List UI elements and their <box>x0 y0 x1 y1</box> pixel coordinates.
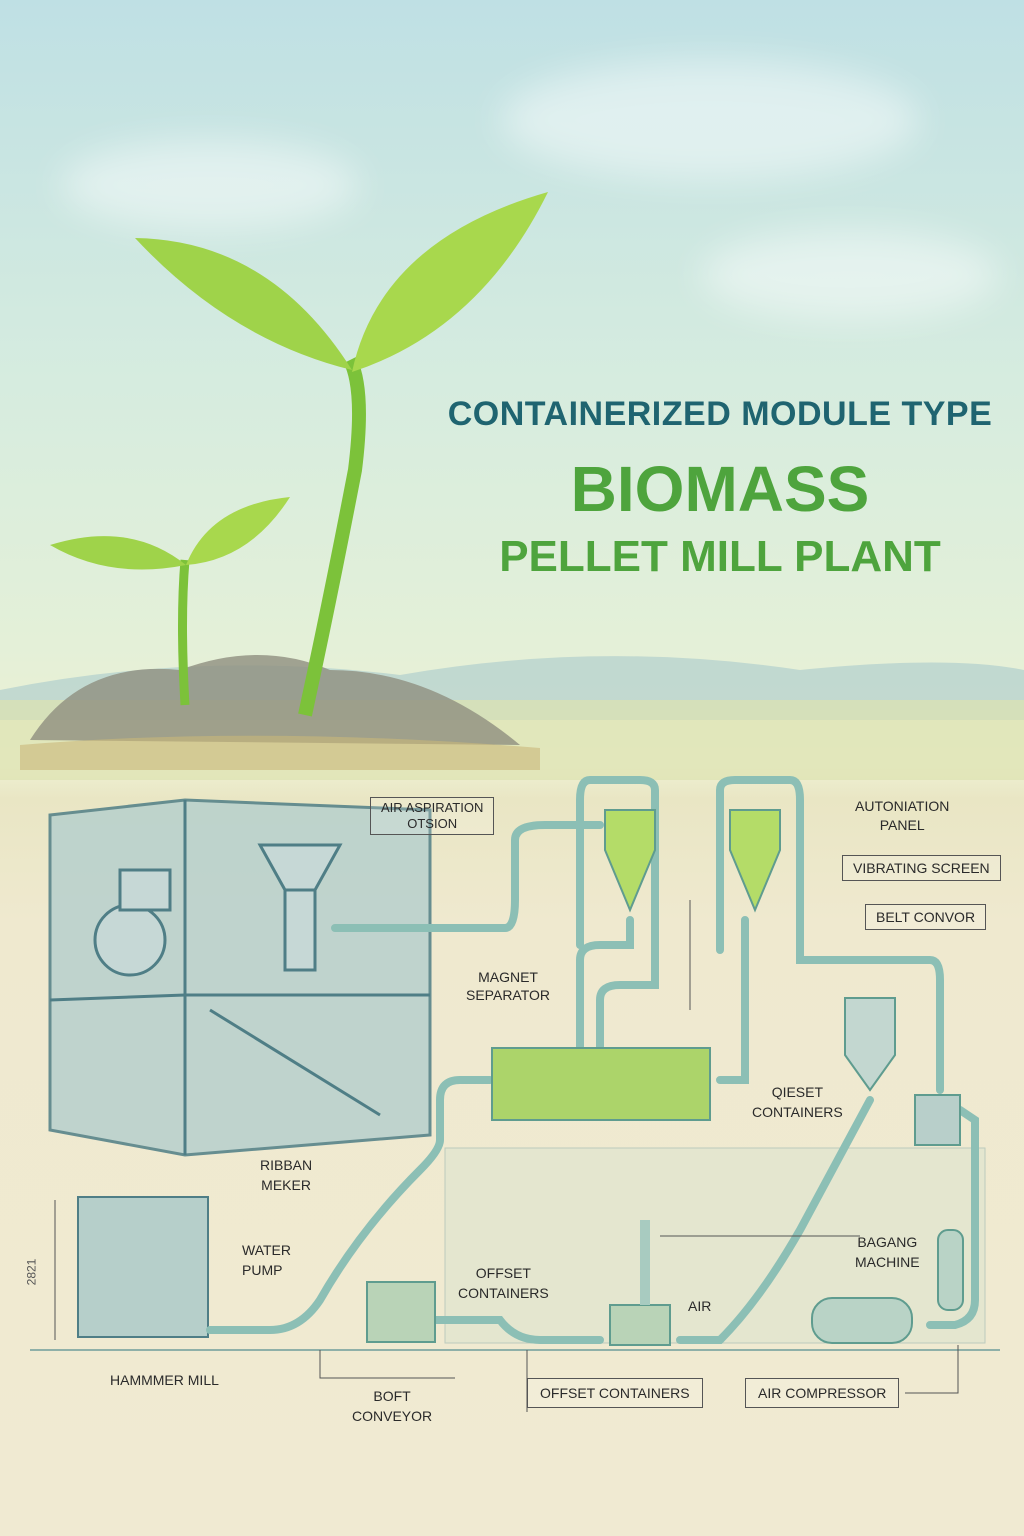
cloud <box>700 230 1000 320</box>
soil-mound <box>30 655 520 745</box>
cyclone <box>604 809 781 913</box>
pump <box>609 1304 671 1346</box>
label-qieset-containers: QIESET CONTAINERS <box>752 1082 843 1122</box>
title-line-1: CONTAINERIZED MODULE TYPE <box>447 395 993 433</box>
label-offset-containers: OFFSET CONTAINERS <box>527 1378 703 1408</box>
label-water-pump: WATER PUMP <box>242 1240 291 1280</box>
label-air: AIR <box>688 1298 712 1314</box>
label-text: CONVEYOR <box>352 1408 433 1424</box>
hammer-mill <box>77 1196 209 1338</box>
label-text: MAGNET <box>478 969 538 985</box>
label-offset-containers-top: OFFSET CONTAINERS <box>458 1263 549 1303</box>
label-text: OFFSET <box>475 1265 531 1281</box>
label-air-compressor: AIR COMPRESSOR <box>745 1378 900 1408</box>
title-line-2: BIOMASS <box>570 453 870 525</box>
label-text: OTSION <box>407 816 458 831</box>
bagging-machine <box>937 1229 964 1311</box>
cloud <box>60 140 360 230</box>
title-line-3: PELLET MILL PLANT <box>499 532 941 581</box>
label-text: BOFT <box>373 1388 411 1404</box>
label-boft-conveyor: BOFT CONVEYOR <box>352 1386 432 1426</box>
cloud <box>500 60 920 180</box>
label-automation-panel: AUTONIATION PANEL <box>855 797 949 835</box>
label-text: CONTAINERS <box>458 1285 549 1301</box>
shipping-container <box>48 798 432 1157</box>
label-hammer-mill: HAMMMER MILL <box>110 1372 219 1388</box>
label-text: QIESET <box>771 1084 824 1100</box>
hopper <box>844 997 896 1092</box>
pellet-mill <box>491 1047 711 1121</box>
label-ribbon-mixer: RIBBAN MEKER <box>260 1155 312 1195</box>
label-text: WATER <box>242 1242 291 1258</box>
label-text: MEKER <box>261 1177 311 1193</box>
dimension-label: 2821 <box>24 1258 39 1286</box>
pipes <box>206 776 979 1344</box>
label-magnet-separator: MAGNET SEPARATOR <box>466 968 550 1004</box>
label-text: RIBBAN <box>260 1157 313 1173</box>
label-vibrating-screen: VIBRATING SCREEN <box>842 855 1001 881</box>
label-text: PANEL <box>879 817 925 833</box>
label-text: CONTAINERS <box>752 1104 843 1120</box>
label-bagging-machine: BAGANG MACHINE <box>855 1232 920 1272</box>
seedling-small <box>50 497 290 706</box>
label-belt-conveyor: BELT CONVOR <box>865 904 987 930</box>
pump-stack <box>640 1220 650 1305</box>
soil-base <box>20 735 540 770</box>
label-text: SEPARATOR <box>466 987 551 1003</box>
label-text: BAGANG <box>857 1234 918 1250</box>
label-air-aspiration: AIR ASPIRATION OTSION <box>370 797 495 835</box>
label-text: MACHINE <box>855 1254 920 1270</box>
air-compressor <box>811 1297 913 1344</box>
control-box <box>914 1094 961 1146</box>
label-text: AUTONIATION <box>855 798 950 814</box>
label-text: AIR ASPIRATION <box>381 800 484 815</box>
seedling-large <box>135 192 548 717</box>
conveyor-box <box>366 1281 436 1343</box>
label-text: PUMP <box>242 1262 283 1278</box>
